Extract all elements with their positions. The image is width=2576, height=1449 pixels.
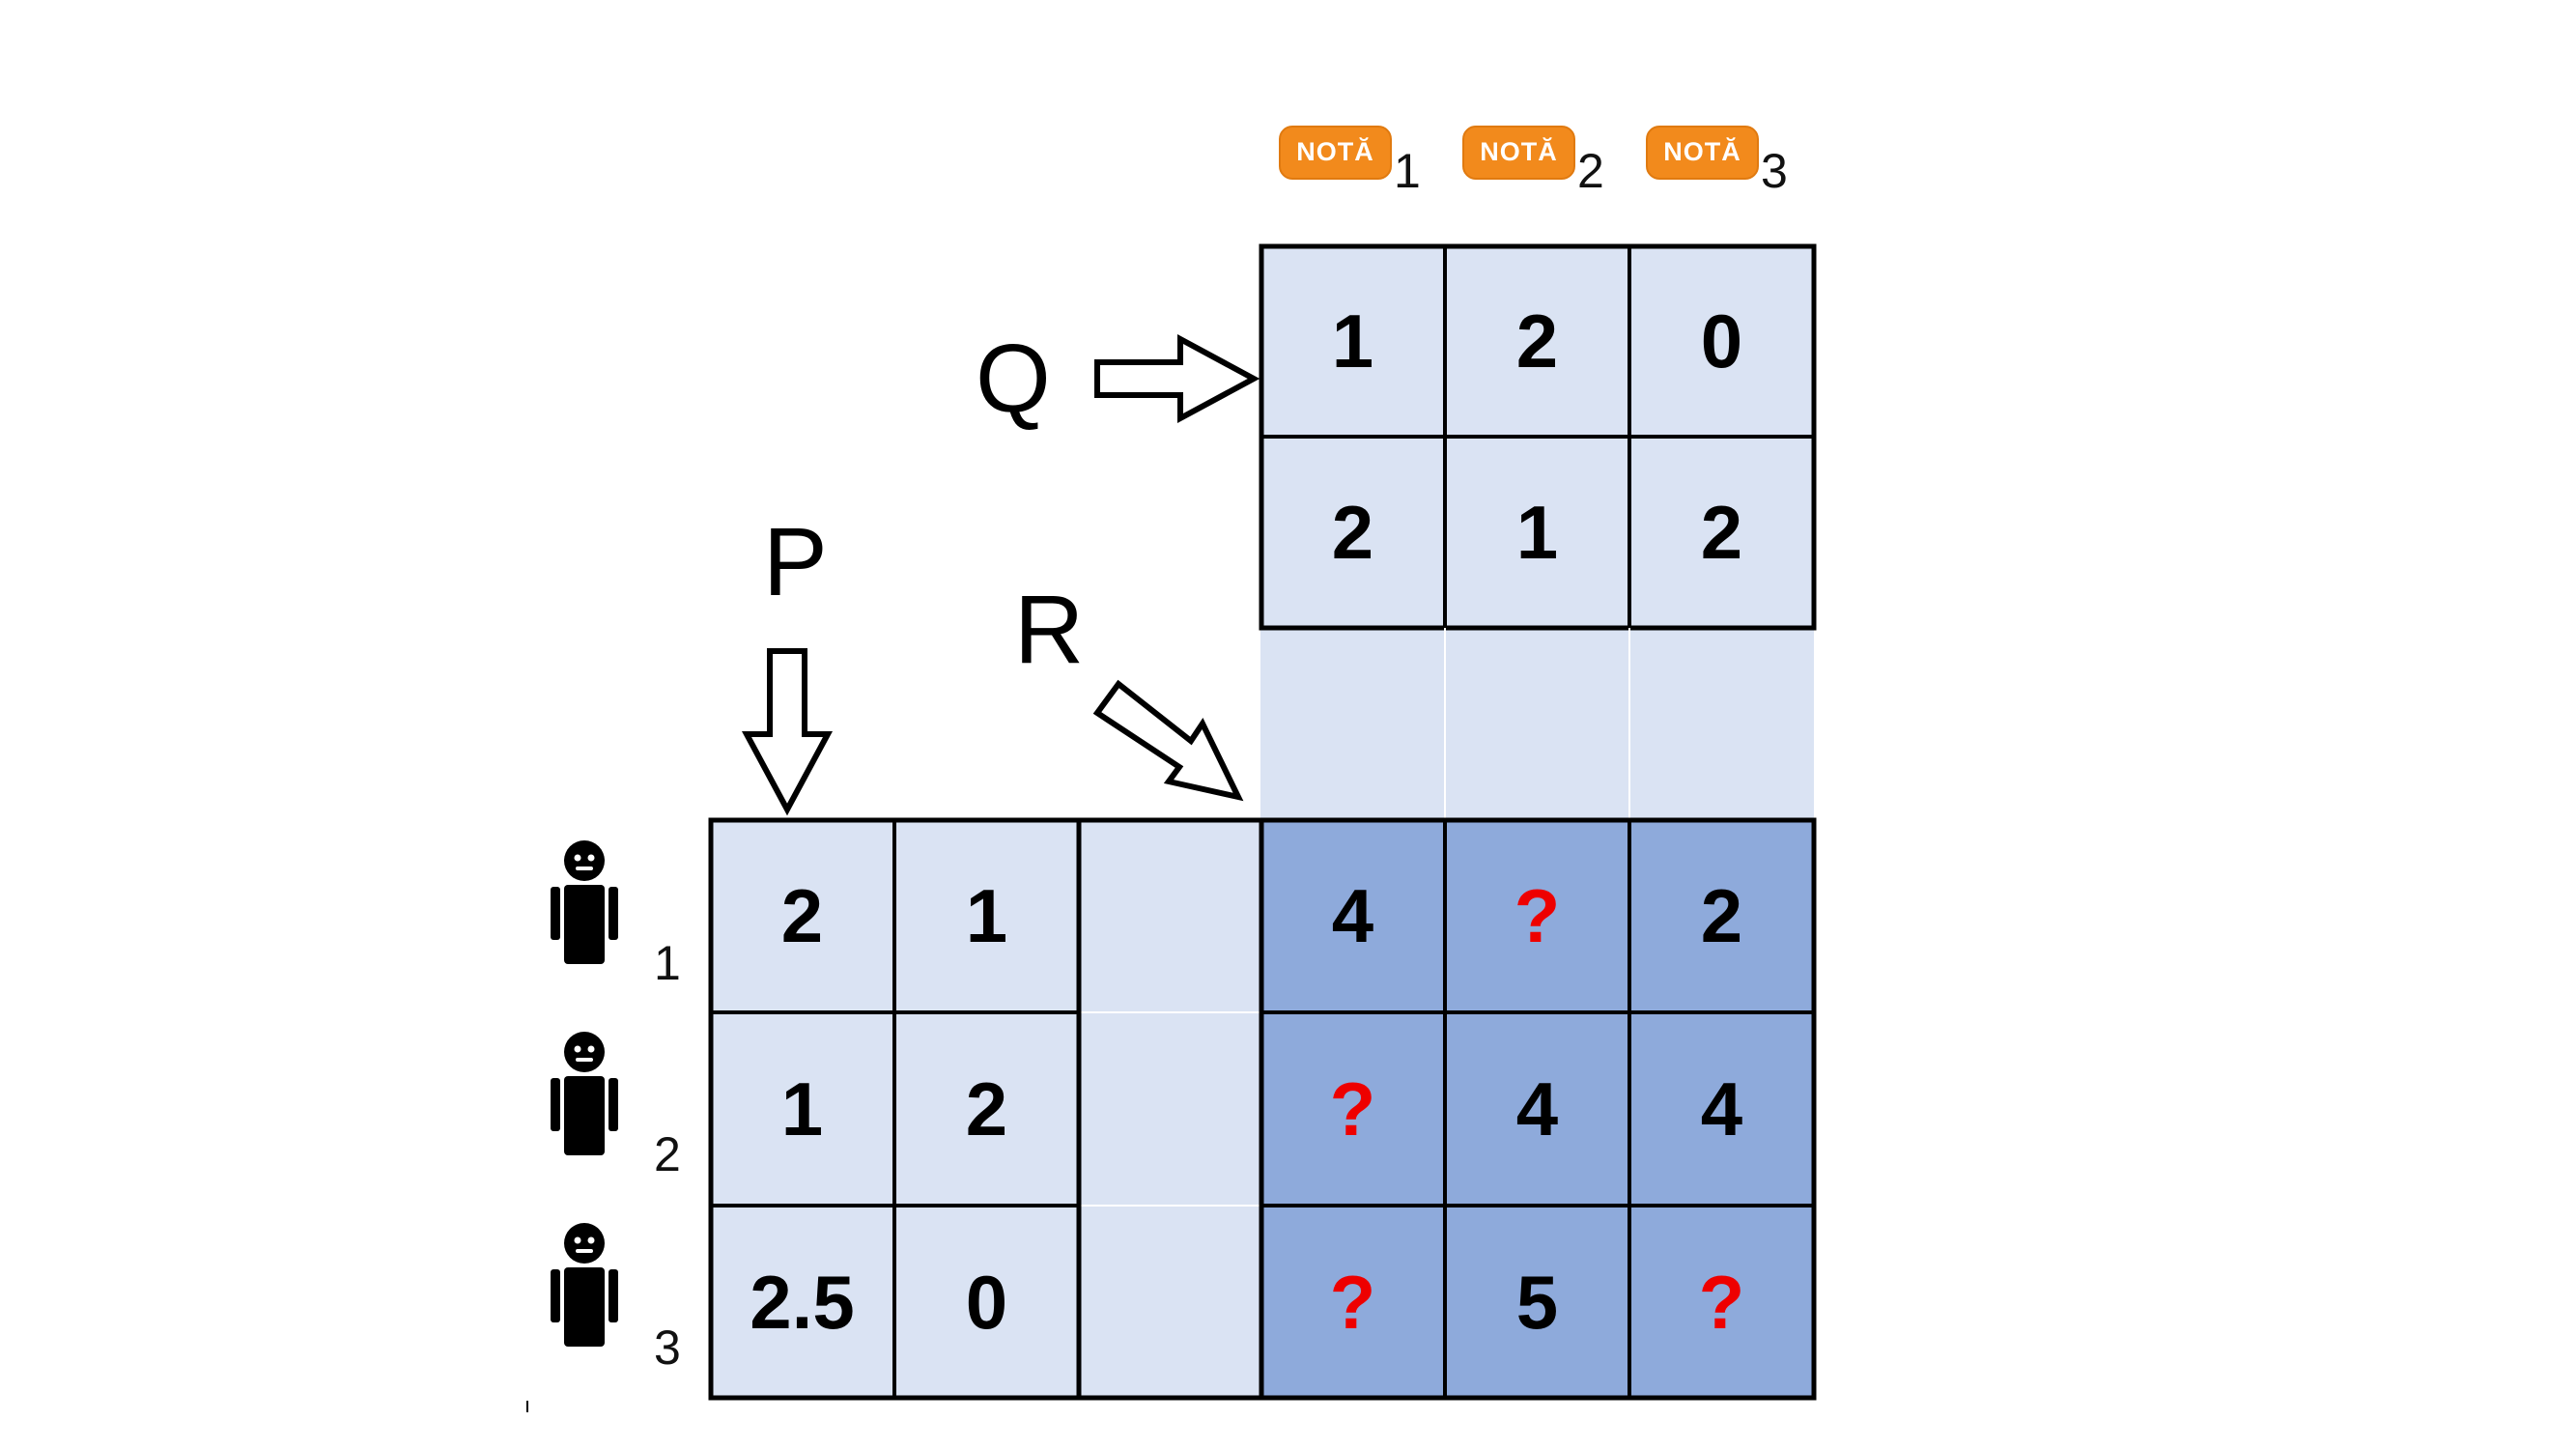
down-arrow-icon: [741, 648, 834, 816]
q-cell: 2: [1445, 245, 1629, 437]
empty-cell: [1260, 628, 1445, 819]
q-cell: 0: [1629, 245, 1814, 437]
note-badge-2: NOTĂ: [1462, 126, 1575, 180]
user-index: 1: [654, 936, 681, 990]
p-cell: 1: [894, 819, 1079, 1012]
note-badge-1: NOTĂ: [1279, 126, 1392, 180]
empty-cell: [1079, 819, 1260, 1012]
r-cell: 4: [1445, 1012, 1629, 1206]
p-cell: 2: [894, 1012, 1079, 1206]
q-cell: 1: [1260, 245, 1445, 437]
person-icon: [551, 1032, 618, 1155]
p-cell: 2: [710, 819, 894, 1012]
empty-cell: [1079, 1012, 1260, 1206]
diagonal-arrow-icon: [1092, 679, 1244, 802]
user-index: 3: [654, 1321, 681, 1375]
note-badge-index: 1: [1394, 144, 1421, 198]
unknown-mark: ?: [1329, 1259, 1376, 1345]
q-cell: 2: [1629, 437, 1814, 628]
q-label: Q: [976, 325, 1051, 433]
r-cell: 2: [1629, 819, 1814, 1012]
p-cell: 2.5: [710, 1206, 894, 1399]
r-cell: 5: [1445, 1206, 1629, 1399]
empty-cell: [1079, 1206, 1260, 1399]
note-badge-text: NOTĂ: [1480, 137, 1558, 166]
user-index: 2: [654, 1127, 681, 1181]
note-badge-3: NOTĂ: [1646, 126, 1759, 180]
empty-cell: [1629, 628, 1814, 819]
r-cell-unknown: ?: [1260, 1206, 1445, 1399]
note-badge-index: 3: [1761, 144, 1788, 198]
unknown-mark: ?: [1514, 872, 1561, 958]
q-cell: 1: [1445, 437, 1629, 628]
r-cell-unknown: ?: [1260, 1012, 1445, 1206]
person-icon: [551, 1223, 618, 1347]
p-cell: 1: [710, 1012, 894, 1206]
note-badge-text: NOTĂ: [1296, 137, 1374, 166]
r-cell: 4: [1260, 819, 1445, 1012]
unknown-mark: ?: [1329, 1065, 1376, 1151]
note-badge-index: 2: [1577, 144, 1604, 198]
q-cell: 2: [1260, 437, 1445, 628]
r-label: R: [1014, 576, 1085, 684]
p-cell: 0: [894, 1206, 1079, 1399]
note-badge-text: NOTĂ: [1663, 137, 1741, 166]
unknown-mark: ?: [1698, 1259, 1745, 1345]
person-icon: [551, 840, 618, 964]
p-label: P: [763, 508, 828, 616]
r-cell-unknown: ?: [1629, 1206, 1814, 1399]
r-cell-unknown: ?: [1445, 819, 1629, 1012]
empty-cell: [1445, 628, 1629, 819]
tick-mark: [526, 1401, 528, 1412]
r-cell: 4: [1629, 1012, 1814, 1206]
right-arrow-icon: [1094, 333, 1260, 424]
